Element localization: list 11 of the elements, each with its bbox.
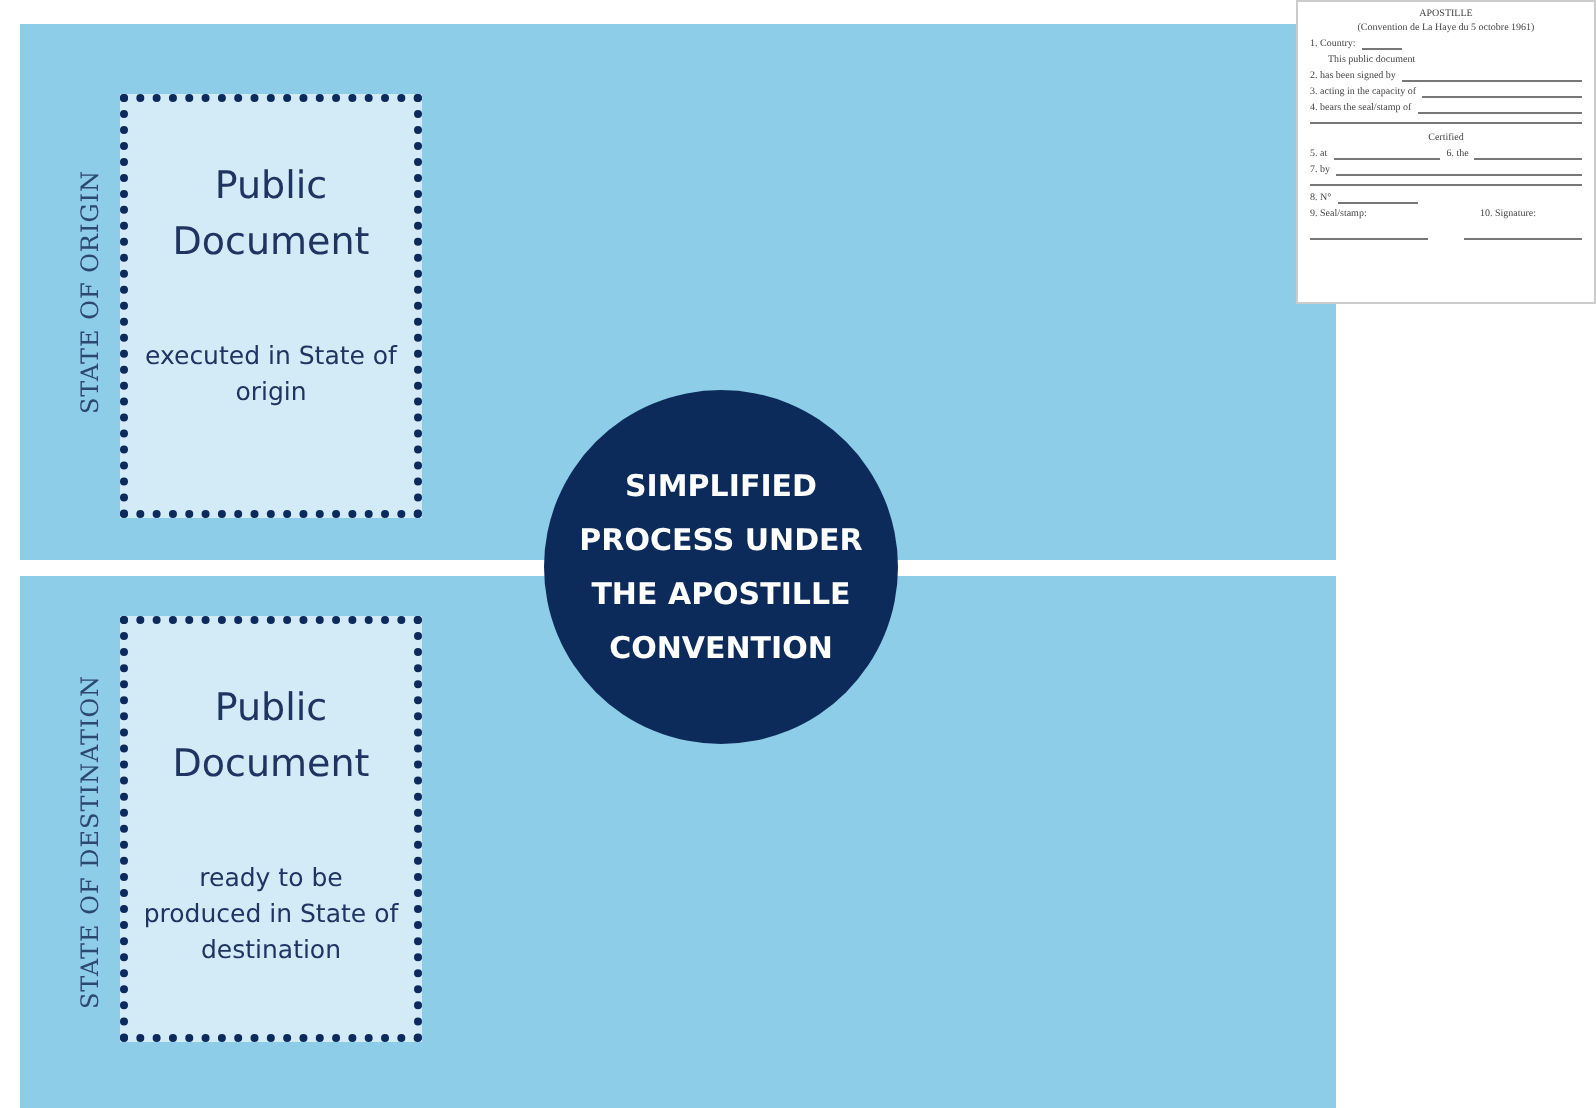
- band-label: STATE OF ORIGIN: [76, 169, 104, 415]
- document-note: executed in State of origin: [143, 338, 400, 410]
- document-title: Public Document: [170, 162, 372, 268]
- document-box: [120, 94, 422, 518]
- band-label: STATE OF DESTINATION: [76, 674, 104, 1010]
- document-title: Public Document: [170, 684, 372, 790]
- state-band: [20, 576, 1336, 1108]
- circle-title: SIMPLIFIED PROCESS UNDER THE APOSTILLE CONVENTION: [577, 465, 865, 669]
- apostille-form: [1296, 0, 1596, 304]
- document-box: [120, 616, 422, 1042]
- document-note: ready to be produced in State of destination: [141, 860, 401, 968]
